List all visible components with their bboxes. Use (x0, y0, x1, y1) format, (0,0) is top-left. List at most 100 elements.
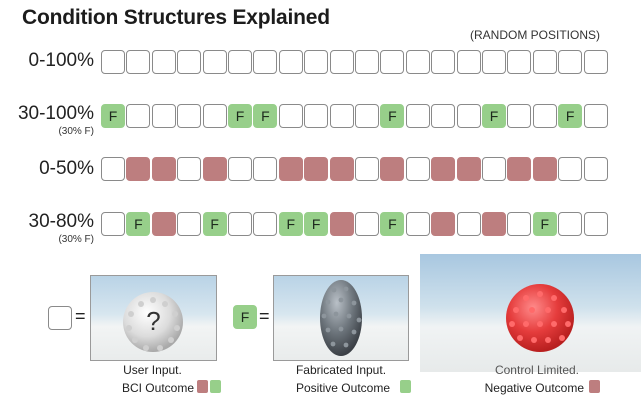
empty-cell (278, 50, 303, 74)
negative-cell (532, 157, 557, 181)
negative-cell (278, 157, 303, 181)
empty-cell (202, 104, 227, 128)
fabricated-cell: F (101, 104, 125, 128)
empty-cell (405, 212, 430, 236)
row-label-30-80: 30-80% (28, 211, 95, 232)
fabricated-input-caption: Fabricated Input. (295, 363, 387, 377)
empty-cell (583, 50, 608, 74)
fabricated-cell: F (278, 212, 303, 236)
empty-cell (431, 104, 456, 128)
condition-row-0-50 (101, 157, 611, 182)
empty-cell (304, 50, 329, 74)
negative-cell (151, 157, 176, 181)
empty-cell (355, 212, 379, 236)
empty-cell (405, 104, 430, 128)
empty-cell (456, 50, 481, 74)
negative-cell (507, 157, 532, 181)
fabricated-cell: F (304, 212, 329, 236)
empty-cell (405, 157, 430, 181)
empty-cell (583, 104, 608, 128)
negative-cell (329, 157, 354, 181)
row-label-0-50: 0-50% (39, 158, 94, 179)
page-title: Condition Structures Explained (22, 6, 330, 29)
empty-cell (228, 212, 252, 236)
empty-cell (151, 50, 176, 74)
negative-cell (431, 157, 456, 181)
fabricated-cell: F (532, 212, 557, 236)
empty-cell (355, 104, 379, 128)
empty-cell (329, 50, 354, 74)
empty-cell (228, 50, 252, 74)
red-spiky-ball-icon (506, 284, 574, 352)
empty-cell (101, 50, 125, 74)
empty-cell (304, 104, 329, 128)
empty-cell (507, 212, 532, 236)
empty-cell (202, 50, 227, 74)
empty-cell (177, 157, 202, 181)
empty-cell (507, 104, 532, 128)
empty-cell (151, 104, 176, 128)
empty-cell (355, 50, 379, 74)
empty-cell (177, 104, 202, 128)
negative-cell (456, 157, 481, 181)
negative-cell (329, 212, 354, 236)
legend-equals-1: = (75, 306, 86, 326)
control-limited-panel (420, 254, 641, 372)
empty-cell (228, 157, 252, 181)
empty-cell (558, 50, 583, 74)
bci-negative-swatch (197, 380, 208, 393)
row-sublabel-30-100: (30% F) (58, 126, 94, 137)
empty-cell (405, 50, 430, 74)
user-input-panel: ? (90, 275, 217, 361)
negative-cell (482, 212, 506, 236)
fabricated-cell: F (482, 104, 506, 128)
empty-cell (177, 50, 202, 74)
legend-empty-square (48, 306, 72, 330)
negative-swatch (589, 380, 600, 393)
grey-question-ball-icon (123, 292, 183, 352)
empty-cell (583, 157, 608, 181)
fabricated-cell: F (253, 104, 278, 128)
empty-cell (456, 212, 481, 236)
legend-f-square: F (233, 305, 257, 329)
empty-cell (355, 157, 379, 181)
random-positions-note: (RANDOM POSITIONS) (470, 28, 601, 42)
empty-cell (126, 104, 151, 128)
fabricated-cell: F (202, 212, 227, 236)
empty-cell (177, 212, 202, 236)
negative-cell (304, 157, 329, 181)
fabricated-input-panel (273, 275, 409, 361)
empty-cell (507, 50, 532, 74)
empty-cell (532, 104, 557, 128)
empty-cell (101, 157, 125, 181)
legend-equals-2: = (259, 306, 270, 326)
empty-cell (380, 50, 405, 74)
empty-cell (558, 157, 583, 181)
negative-cell (380, 157, 405, 181)
fabricated-cell: F (380, 104, 405, 128)
user-input-caption: User Input. (123, 363, 182, 377)
empty-cell (278, 104, 303, 128)
negative-cell (431, 212, 456, 236)
bci-positive-swatch (210, 380, 221, 393)
empty-cell (482, 157, 506, 181)
negative-cell (202, 157, 227, 181)
row-sublabel-30-80: (30% F) (58, 234, 94, 245)
negative-outcome-caption: Negative Outcome (484, 381, 584, 395)
fabricated-cell: F (126, 212, 151, 236)
empty-cell (253, 212, 278, 236)
positive-outcome-caption: Positive Outcome (295, 381, 390, 395)
question-mark-symbol: ? (146, 306, 161, 336)
negative-cell (126, 157, 151, 181)
empty-cell (253, 50, 278, 74)
empty-cell (101, 212, 125, 236)
positive-swatch (400, 380, 411, 393)
empty-cell (532, 50, 557, 74)
empty-cell (482, 50, 506, 74)
fabricated-cell: F (228, 104, 252, 128)
fabricated-cell: F (380, 212, 405, 236)
empty-cell (329, 104, 354, 128)
empty-cell (431, 50, 456, 74)
